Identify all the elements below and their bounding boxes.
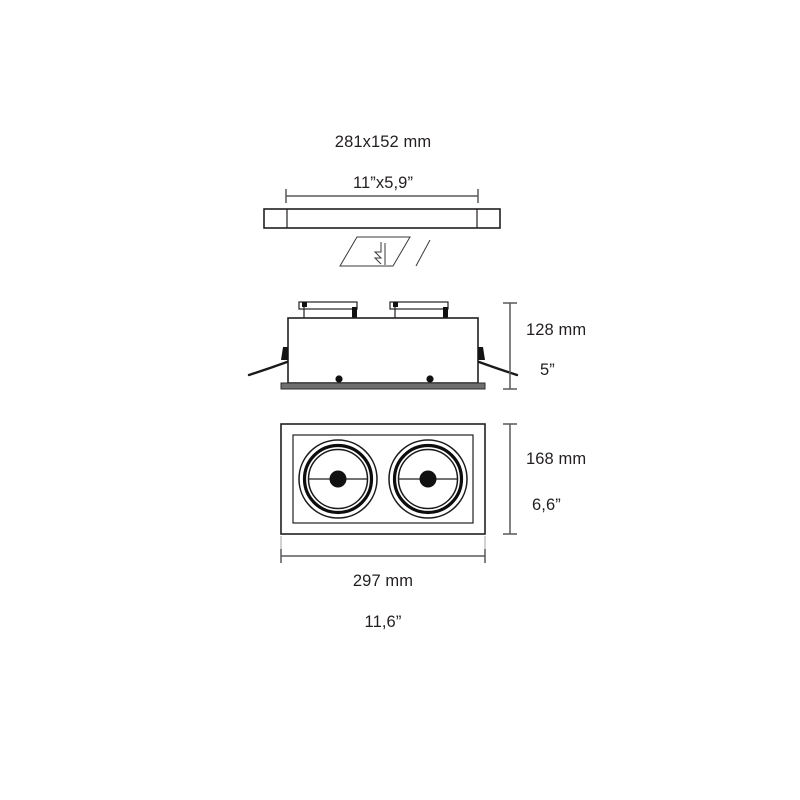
label-face-height-mm: 168 mm <box>526 450 586 468</box>
side-view-group <box>247 301 519 390</box>
bottom-view-spot-right <box>388 439 468 519</box>
side-view-height-dimension <box>503 302 517 390</box>
side-view-lamp-point-right <box>426 375 434 383</box>
side-view-spring-clip-left <box>247 347 289 377</box>
label-side-height-inches: 5” <box>540 361 555 379</box>
label-face-height-inches: 6,6” <box>532 496 561 514</box>
bottom-view-width-dimension <box>280 536 486 563</box>
side-view-housing-box <box>287 317 479 384</box>
label-face-width-mm: 297 mm <box>353 572 413 590</box>
side-view-mount-bracket-left <box>298 301 358 318</box>
side-view-spring-clip-right <box>477 347 519 377</box>
bottom-view-spot-left <box>298 439 378 519</box>
label-side-height-mm: 128 mm <box>526 321 586 339</box>
bottom-view-spot-right-center <box>419 470 437 488</box>
side-view-mount-bracket-right <box>389 301 449 318</box>
side-view-lamp-point-left <box>335 375 343 383</box>
bottom-view-inner-frame <box>292 434 474 524</box>
label-face-width-inches: 11,6” <box>365 613 402 631</box>
top-view-width-dimension <box>285 189 479 203</box>
label-top-view-inches: 11”x5,9” <box>353 174 413 192</box>
bottom-view-spot-left-center <box>329 470 347 488</box>
side-view-base-plate <box>280 382 486 390</box>
top-view-bracket-detail <box>339 236 431 267</box>
top-view-group <box>263 189 501 267</box>
bottom-view-group <box>280 423 517 563</box>
bottom-view-height-dimension <box>503 423 517 535</box>
top-view-bar <box>263 208 501 229</box>
label-top-view-mm: 281x152 mm <box>335 133 431 151</box>
